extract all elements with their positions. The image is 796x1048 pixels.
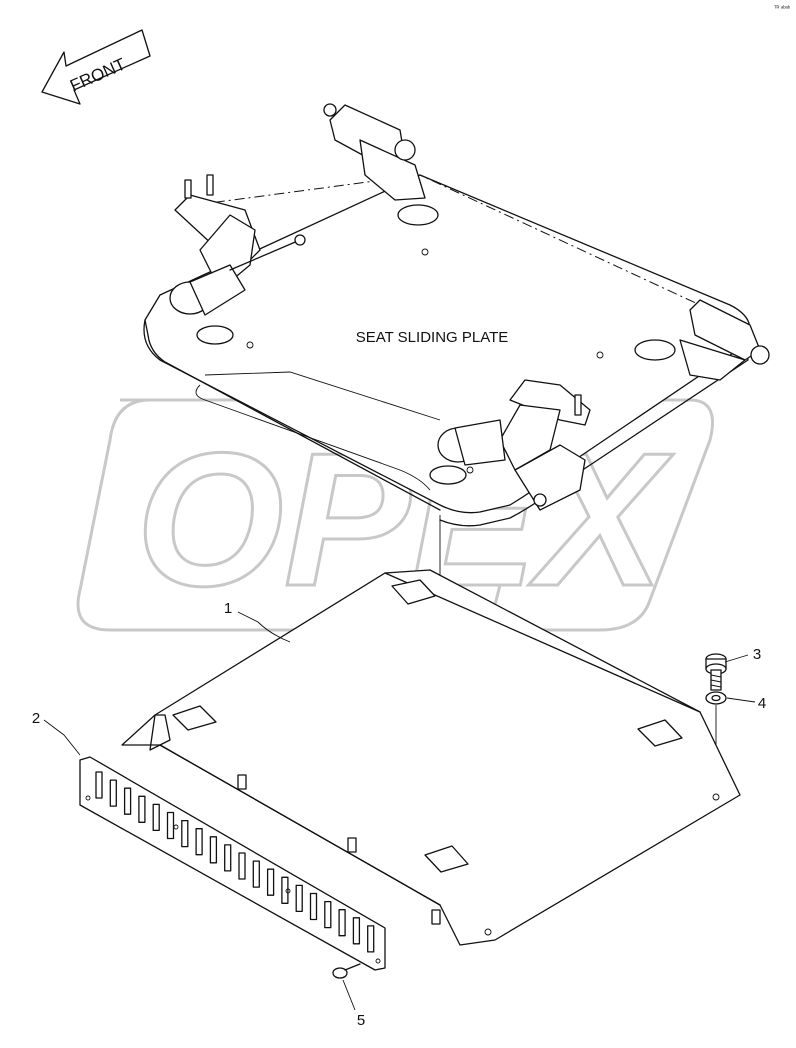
- grille-slot: [166, 811, 175, 840]
- grille-slot: [352, 917, 361, 945]
- grille-slot: [266, 868, 275, 896]
- assembly-label: SEAT SLIDING PLATE: [356, 329, 509, 346]
- grille-slot: [195, 828, 203, 856]
- callout-3: 3: [753, 646, 761, 663]
- pad: [424, 845, 469, 873]
- pad: [172, 705, 217, 731]
- grille-slot: [138, 795, 146, 823]
- callout-2: 2: [32, 710, 40, 727]
- grille-slot: [209, 836, 218, 864]
- callout-1: 1: [224, 600, 232, 617]
- corner-mark: ᵀᴿ ᵃᵇᵃᵇ: [774, 5, 791, 12]
- grille-slot: [152, 803, 160, 832]
- grille-slots: [95, 771, 375, 953]
- front-arrow: FRONT: [41, 29, 151, 105]
- pad: [637, 719, 683, 747]
- seat-sliding-plate: SEAT SLIDING PLATE: [143, 103, 770, 527]
- callout-5: 5: [357, 1012, 365, 1029]
- grille-slot: [367, 925, 375, 953]
- grille-slot: [109, 779, 117, 807]
- grille-slot: [338, 909, 346, 937]
- grille-slot: [295, 884, 303, 913]
- grille-slot: [95, 771, 103, 799]
- washer-part-4: [705, 691, 727, 705]
- grille-slot: [324, 900, 332, 929]
- grille-slot: [309, 892, 318, 921]
- grille-panel-part-2: [79, 756, 386, 971]
- bolt-part-3: [705, 653, 727, 691]
- grille-slot: [252, 860, 260, 888]
- callout-leaders: [43, 611, 756, 1011]
- grille-slot: [238, 852, 246, 880]
- screw-part-5: [332, 963, 361, 979]
- base-plate-part-1: [121, 569, 741, 946]
- grille-slot: [281, 876, 289, 904]
- grille-slot: [123, 787, 132, 815]
- callout-4: 4: [758, 695, 766, 712]
- grille-slot: [181, 819, 189, 848]
- pad: [391, 579, 436, 605]
- grille-slot: [224, 844, 232, 872]
